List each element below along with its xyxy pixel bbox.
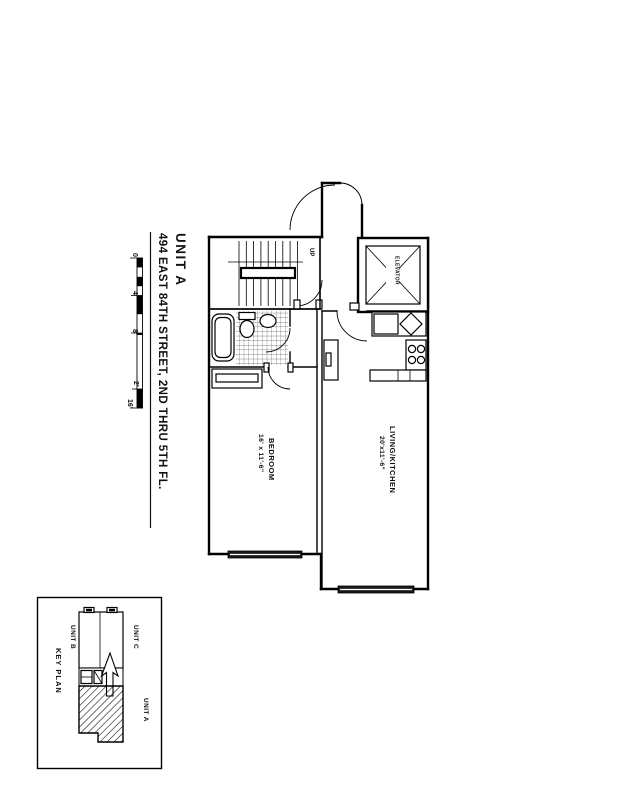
living-window [337, 585, 415, 594]
sheet-subtitle: 494 EAST 84TH STREET, 2ND THRU 5TH FL. [156, 233, 168, 490]
bedroom-dimensions: 16' x 11'-6" [257, 434, 264, 472]
key-plan: KEY PLAN UNIT B UNIT C UNIT A [36, 596, 163, 770]
elevator-label: ELEVATOR [394, 256, 400, 285]
title-block: UNIT A 494 EAST 84TH STREET, 2ND THRU 5T… [149, 232, 188, 528]
entry-door-swing-2 [339, 182, 363, 206]
stove [405, 339, 427, 371]
kitchen-sink [399, 312, 423, 336]
bedroom-window [227, 550, 303, 559]
scale-tick-0: 0 [131, 253, 138, 257]
room-labels: BEDROOM 16' x 11'-6" LIVING/KITCHEN 20'x… [257, 426, 397, 493]
living-dimensions: 20'x11'-6" [378, 436, 385, 470]
scale-tick-8: 8' [131, 329, 138, 335]
stove-burner [407, 355, 417, 365]
unit-plan: UP ELEVATOR [207, 181, 430, 594]
scale-tick-16: 16' [126, 399, 133, 409]
scale-bar: 0 4' 8' 2' 16' [126, 253, 143, 409]
bathroom [211, 311, 291, 365]
bathroom-sink [259, 313, 277, 329]
toilet-tank [238, 311, 256, 321]
entry-door-swing [289, 184, 336, 231]
kitchen [323, 310, 427, 382]
stove-burner [416, 355, 426, 365]
bedroom-door-swing [267, 366, 291, 390]
elevator-shaft: ELEVATOR [356, 236, 430, 314]
stove-burner [416, 344, 426, 354]
scale-tick-2: 2' [132, 381, 139, 387]
living-label: LIVING/KITCHEN [388, 426, 397, 493]
stair-landing [239, 266, 297, 280]
stair-up-label: UP [308, 248, 314, 256]
key-plan-title: KEY PLAN [54, 648, 63, 694]
stove-burner [407, 344, 417, 354]
bedroom-label: BEDROOM [267, 438, 276, 481]
refrigerator [373, 313, 399, 335]
toilet-bowl [239, 319, 255, 339]
key-unit-c-label: UNIT C [132, 625, 139, 649]
key-unit-b-label: UNIT B [69, 625, 76, 649]
stairwell: UP [208, 236, 321, 310]
scale-tick-4: 4' [131, 291, 138, 297]
key-building [78, 606, 124, 743]
living-door-swing [336, 310, 368, 342]
sheet-title: UNIT A [173, 233, 188, 287]
key-unit-a-label: UNIT A [142, 698, 149, 722]
entry-doors [289, 182, 363, 311]
bathroom-door-swing [265, 327, 291, 353]
bedroom-closet [211, 362, 294, 390]
key-unit-a-hatched [78, 685, 124, 743]
